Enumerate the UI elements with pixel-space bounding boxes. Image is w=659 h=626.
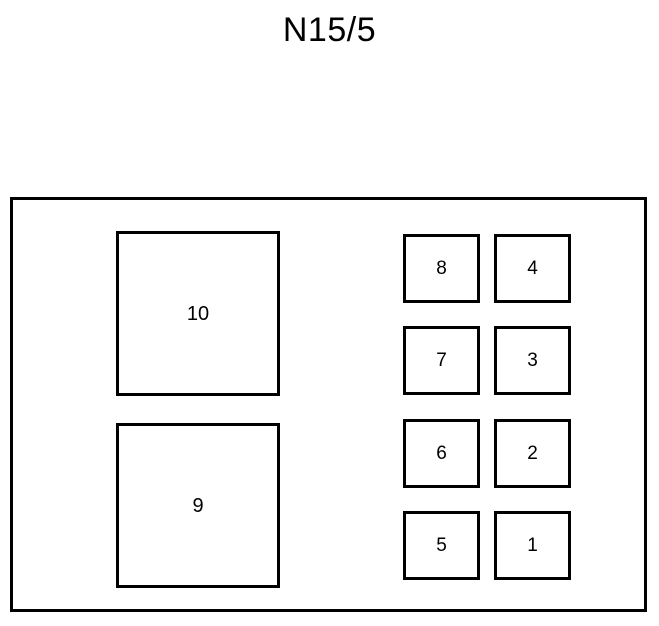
slot-1-label: 1 — [527, 535, 538, 556]
slot-3-label: 3 — [527, 350, 538, 371]
slot-4-label: 4 — [527, 258, 538, 279]
slot-6-label: 6 — [436, 443, 447, 464]
slot-9[interactable]: 9 — [116, 423, 280, 588]
slot-8[interactable]: 8 — [403, 234, 480, 303]
slot-6[interactable]: 6 — [403, 419, 480, 488]
slot-2-label: 2 — [527, 443, 538, 464]
slot-10-label: 10 — [186, 302, 210, 325]
slot-7[interactable]: 7 — [403, 326, 480, 395]
slot-2[interactable]: 2 — [494, 419, 571, 488]
page-title: N15/5 — [282, 11, 377, 49]
slot-7-label: 7 — [436, 350, 447, 371]
slot-10[interactable]: 10 — [116, 231, 280, 396]
slot-5[interactable]: 5 — [403, 511, 480, 580]
slot-4[interactable]: 4 — [494, 234, 571, 303]
slot-1[interactable]: 1 — [494, 511, 571, 580]
slot-9-label: 9 — [192, 494, 204, 517]
fuse-relay-panel: 10 9 8 4 7 3 6 2 5 1 — [10, 197, 647, 612]
slot-5-label: 5 — [436, 535, 447, 556]
slot-3[interactable]: 3 — [494, 326, 571, 395]
slot-8-label: 8 — [436, 258, 447, 279]
